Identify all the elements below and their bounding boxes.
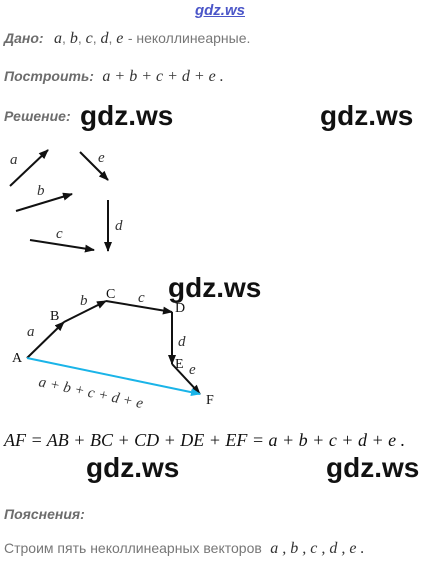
chain-c-label: c xyxy=(138,290,145,306)
point-b-label: B xyxy=(50,309,59,324)
vector-e-label: e xyxy=(98,150,105,166)
construct-line: Построить: a + b + c + d + e . xyxy=(4,68,224,86)
construct-expression: a + b + c + d + e . xyxy=(102,68,224,85)
vector-a-label: a xyxy=(10,152,18,168)
chain-d-label: d xyxy=(178,334,186,350)
point-d-label: D xyxy=(175,301,185,316)
point-f-label: F xyxy=(206,393,214,408)
chain-bc-arrow xyxy=(63,300,107,323)
watermark: gdz.ws xyxy=(86,452,180,483)
explanation-text: Строим пять неколлинеарных векторов xyxy=(4,540,262,556)
sum-vector-arrow xyxy=(26,357,201,397)
chain-a-label: a xyxy=(27,324,35,340)
chain-e-label: e xyxy=(189,362,196,378)
given-vector-a: a xyxy=(54,30,63,47)
explanation-label: Пояснения: xyxy=(4,506,85,522)
vector-c-label: c xyxy=(56,226,63,242)
vector-diagram: a e b d c a b c d e A B C D E F a + b + … xyxy=(9,149,214,410)
point-a-label: A xyxy=(12,351,23,366)
site-link[interactable]: gdz.ws xyxy=(194,2,245,19)
vector-a-arrow xyxy=(9,149,49,187)
main-equation: AF = AB + BC + CD + DE + EF = a + b + c … xyxy=(4,430,406,450)
watermark: gdz.ws xyxy=(320,100,414,131)
solution-label: Решение: xyxy=(4,108,71,124)
explanation-line: Строим пять неколлинеарных векторов a , … xyxy=(4,540,364,558)
given-vector-b: b xyxy=(69,30,78,47)
vector-c-arrow xyxy=(29,239,95,253)
given-vector-c: c xyxy=(85,30,93,47)
point-c-label: C xyxy=(106,287,115,302)
watermark: gdz.ws xyxy=(168,272,262,303)
vector-e-arrow xyxy=(79,151,109,181)
given-suffix: - неколлинеарные. xyxy=(127,30,251,46)
vector-b-label: b xyxy=(37,183,45,199)
chain-ab-arrow xyxy=(26,321,65,359)
chain-cd-arrow xyxy=(105,300,173,315)
vector-d-label: d xyxy=(115,218,123,234)
given-vector-e: e xyxy=(116,30,124,47)
given-label: Дано: xyxy=(4,30,44,46)
given-line: Дано: a, b, c, d, e - неколлинеарные. xyxy=(4,30,251,47)
watermark: gdz.ws xyxy=(80,100,174,131)
vector-b-arrow xyxy=(15,192,73,212)
chain-b-label: b xyxy=(80,293,88,309)
point-e-label: E xyxy=(175,357,184,372)
given-vector-d: d xyxy=(100,30,109,47)
explanation-vectors: a , b , c , d , e . xyxy=(270,540,365,557)
watermark: gdz.ws xyxy=(326,452,420,483)
construct-label: Построить: xyxy=(4,68,94,84)
